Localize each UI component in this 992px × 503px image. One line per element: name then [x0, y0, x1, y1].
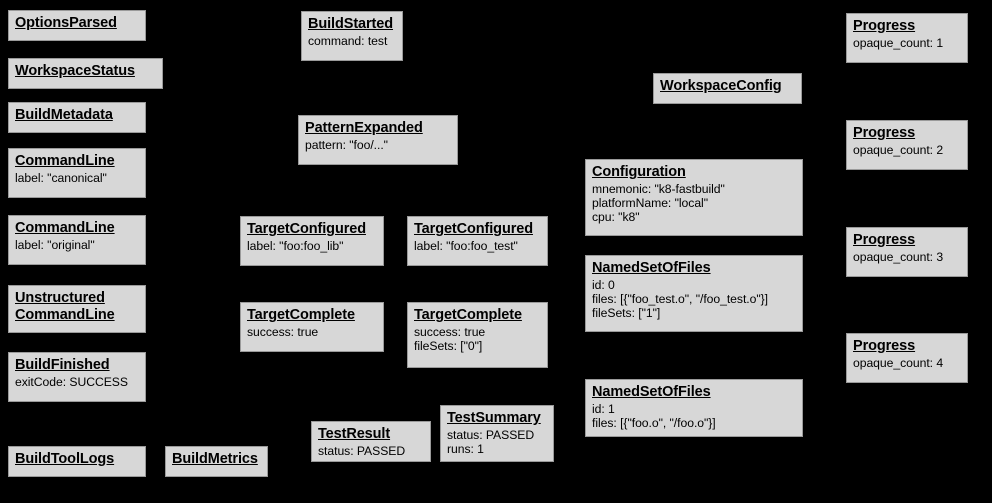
node-title: WorkspaceStatus	[15, 63, 135, 79]
node-workspace-status[interactable]: WorkspaceStatus	[8, 58, 163, 89]
node-fields: exitCode: SUCCESS	[15, 374, 128, 389]
node-fields: pattern: "foo/..."	[305, 137, 388, 152]
node-title: BuildMetadata	[15, 107, 113, 123]
node-title: Progress	[853, 18, 916, 34]
node-fields: opaque_count: 4	[853, 355, 944, 370]
node-title: CommandLine	[15, 153, 115, 169]
node-fields: label: "foo:foo_test"	[414, 238, 518, 253]
node-title: NamedSetOfFiles	[592, 260, 711, 276]
node-title: WorkspaceConfig	[660, 78, 782, 94]
node-title: PatternExpanded	[305, 120, 423, 136]
node-options-parsed[interactable]: OptionsParsed	[8, 10, 146, 41]
node-workspace-config[interactable]: WorkspaceConfig	[653, 73, 802, 104]
node-fields: status: PASSED	[318, 443, 406, 458]
node-title: Progress	[853, 338, 916, 354]
node-fields: opaque_count: 1	[853, 35, 944, 50]
node-title: TargetConfigured	[247, 221, 366, 237]
node-title: BuildMetrics	[172, 451, 258, 467]
node-fields: success: true	[247, 324, 319, 339]
node-fields: id: 1 files: [{"foo.o", "/foo.o"}]	[592, 401, 716, 430]
node-title: NamedSetOfFiles	[592, 384, 711, 400]
node-fields: opaque_count: 3	[853, 249, 944, 264]
node-fields: label: "original"	[15, 237, 95, 252]
node-title: TestSummary	[447, 410, 541, 426]
node-title: BuildFinished	[15, 357, 110, 373]
node-build-metadata[interactable]: BuildMetadata	[8, 102, 146, 133]
node-title: BuildToolLogs	[15, 451, 115, 467]
node-title: OptionsParsed	[15, 15, 117, 31]
node-title: TargetComplete	[247, 307, 355, 323]
node-title: BuildStarted	[308, 16, 394, 32]
node-title: Configuration	[592, 164, 686, 180]
node-fields: id: 0 files: [{"foo_test.o", "/foo_test.…	[592, 277, 768, 320]
node-fields: mnemonic: "k8-fastbuild" platformName: "…	[592, 181, 725, 224]
node-title: CommandLine	[15, 220, 115, 236]
node-fields: label: "canonical"	[15, 170, 107, 185]
node-build-tool-logs[interactable]: BuildToolLogs	[8, 446, 146, 477]
node-title: TargetConfigured	[414, 221, 533, 237]
node-fields: success: true fileSets: ["0"]	[414, 324, 486, 353]
node-fields: command: test	[308, 33, 388, 48]
node-build-metrics[interactable]: BuildMetrics	[165, 446, 268, 477]
node-fields: status: PASSED runs: 1	[447, 427, 535, 456]
node-title: Progress	[853, 232, 916, 248]
node-unstructured-cmdline[interactable]: Unstructured CommandLine	[8, 285, 146, 333]
node-fields: opaque_count: 2	[853, 142, 944, 157]
node-title: TestResult	[318, 426, 391, 442]
node-title: TargetComplete	[414, 307, 522, 323]
node-title: Unstructured CommandLine	[15, 290, 115, 323]
node-title: Progress	[853, 125, 916, 141]
node-fields: label: "foo:foo_lib"	[247, 238, 344, 253]
